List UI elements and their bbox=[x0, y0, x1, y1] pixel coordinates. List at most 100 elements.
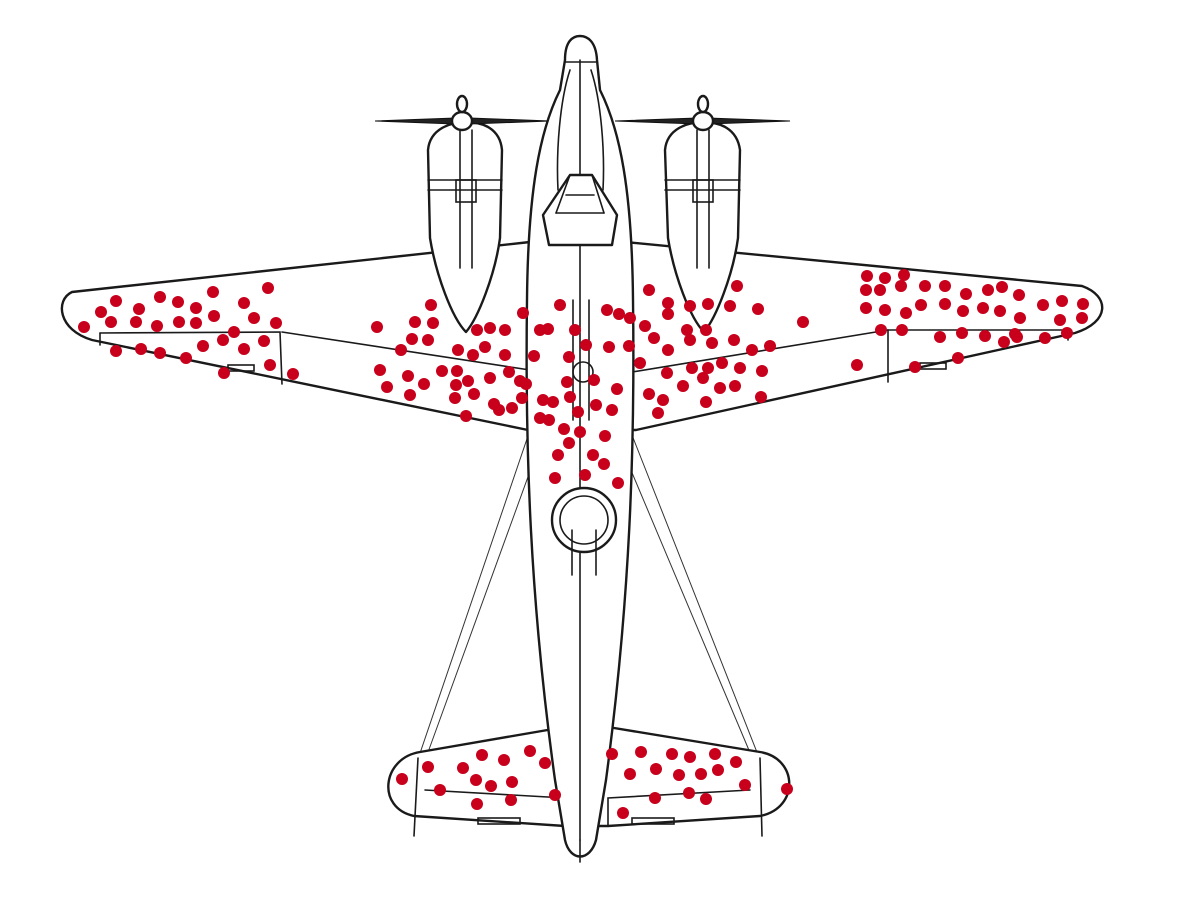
bullet-hit-dot bbox=[599, 430, 611, 442]
bullet-hit-dot bbox=[542, 323, 554, 335]
bullet-hit-dot bbox=[506, 402, 518, 414]
bullet-hit-dot bbox=[613, 308, 625, 320]
bullet-hit-dot bbox=[207, 286, 219, 298]
bullet-hit-dot bbox=[588, 374, 600, 386]
bullet-hit-dot bbox=[549, 472, 561, 484]
hits-right-wing-outer bbox=[797, 269, 1089, 373]
bullet-hit-dot bbox=[666, 748, 678, 760]
bullet-hit-dot bbox=[479, 341, 491, 353]
bullet-hit-dot bbox=[409, 316, 421, 328]
bullet-hit-dot bbox=[190, 317, 202, 329]
bullet-hit-dot bbox=[623, 340, 635, 352]
bullet-hit-dot bbox=[154, 291, 166, 303]
bullet-hit-dot bbox=[875, 324, 887, 336]
hits-tail-right bbox=[606, 746, 793, 819]
hits-tail-left bbox=[396, 745, 561, 810]
hits-fuselage bbox=[542, 299, 624, 489]
bullet-hit-dot bbox=[173, 316, 185, 328]
bullet-hit-dot bbox=[590, 399, 602, 411]
bullet-hit-dot bbox=[1077, 298, 1089, 310]
bullet-hit-dot bbox=[702, 362, 714, 374]
bullet-hit-dot bbox=[561, 376, 573, 388]
bullet-hit-dot bbox=[998, 336, 1010, 348]
bullet-hit-dot bbox=[731, 280, 743, 292]
bullet-hit-dot bbox=[617, 807, 629, 819]
bullet-hit-dot bbox=[764, 340, 776, 352]
bullet-hit-dot bbox=[484, 322, 496, 334]
bullet-hit-dot bbox=[547, 396, 559, 408]
bullet-hit-dot bbox=[879, 272, 891, 284]
bullet-hit-dot bbox=[499, 324, 511, 336]
bullet-hit-dot bbox=[709, 748, 721, 760]
bullet-hit-dot bbox=[649, 792, 661, 804]
bullet-hit-dot bbox=[1061, 327, 1073, 339]
bullet-hit-dot bbox=[730, 756, 742, 768]
bullet-hit-dot bbox=[879, 304, 891, 316]
bullet-hit-dot bbox=[395, 344, 407, 356]
bullet-hit-dot bbox=[569, 324, 581, 336]
bullet-hit-dot bbox=[1056, 295, 1068, 307]
bullet-hit-dot bbox=[270, 317, 282, 329]
bullet-hit-dot bbox=[781, 783, 793, 795]
bullet-hit-dot bbox=[611, 383, 623, 395]
bullet-hit-dot bbox=[543, 414, 555, 426]
bullet-hit-dot bbox=[580, 339, 592, 351]
bullet-hit-dot bbox=[643, 284, 655, 296]
bullet-hit-dot bbox=[450, 379, 462, 391]
bullet-hit-dot bbox=[471, 324, 483, 336]
bullet-hit-dot bbox=[238, 343, 250, 355]
bullet-hit-dot bbox=[900, 307, 912, 319]
bullet-hit-dot bbox=[524, 745, 536, 757]
bullet-hit-dot bbox=[218, 367, 230, 379]
bullet-hit-dot bbox=[396, 773, 408, 785]
bullet-hit-dot bbox=[558, 423, 570, 435]
bullet-hit-dot bbox=[406, 333, 418, 345]
bullet-hit-dot bbox=[934, 331, 946, 343]
bullet-hit-dot bbox=[130, 316, 142, 328]
bullet-hit-dot bbox=[956, 327, 968, 339]
right-propeller bbox=[614, 94, 791, 132]
bullet-hit-dot bbox=[422, 334, 434, 346]
bullet-hit-dot bbox=[601, 304, 613, 316]
bullet-hit-dot bbox=[517, 307, 529, 319]
bullet-hit-dot bbox=[643, 388, 655, 400]
bullet-hit-dot bbox=[684, 334, 696, 346]
bullet-hit-dot bbox=[752, 303, 764, 315]
bullet-hit-dot bbox=[534, 412, 546, 424]
bullet-hit-dot bbox=[657, 394, 669, 406]
hits-left-wing-inner bbox=[371, 299, 549, 424]
bullet-hit-dot bbox=[190, 302, 202, 314]
bullet-hit-dot bbox=[498, 754, 510, 766]
bullet-hit-dot bbox=[861, 270, 873, 282]
bullet-hit-dot bbox=[729, 380, 741, 392]
bullet-hit-dot bbox=[564, 391, 576, 403]
bullet-hit-dot bbox=[520, 378, 532, 390]
bullet-hit-dot bbox=[874, 284, 886, 296]
bullet-hit-dot bbox=[700, 396, 712, 408]
bullet-hit-dot bbox=[503, 366, 515, 378]
bullet-hit-dot bbox=[648, 332, 660, 344]
bullet-hit-dot bbox=[915, 299, 927, 311]
bullet-hit-dot bbox=[572, 406, 584, 418]
bullet-hit-dot bbox=[460, 410, 472, 422]
bullet-hit-dot bbox=[579, 469, 591, 481]
bullet-hit-dot bbox=[662, 344, 674, 356]
bullet-hit-dot bbox=[624, 768, 636, 780]
bullet-hit-dot bbox=[1076, 312, 1088, 324]
bullet-hit-dot bbox=[639, 320, 651, 332]
hits-left-wing-outer bbox=[78, 282, 299, 380]
bullet-hit-dot bbox=[606, 404, 618, 416]
bullet-hit-dot bbox=[728, 334, 740, 346]
bullet-hit-dot bbox=[462, 375, 474, 387]
bullet-hit-dot bbox=[650, 763, 662, 775]
left-propeller bbox=[374, 94, 551, 132]
bullet-hit-dot bbox=[606, 748, 618, 760]
bullet-hit-dot bbox=[180, 352, 192, 364]
bullet-hit-dot bbox=[371, 321, 383, 333]
bullet-hit-dot bbox=[574, 426, 586, 438]
bullet-hit-dot bbox=[1054, 314, 1066, 326]
bullet-hit-dot bbox=[262, 282, 274, 294]
bullet-hit-dot bbox=[1039, 332, 1051, 344]
